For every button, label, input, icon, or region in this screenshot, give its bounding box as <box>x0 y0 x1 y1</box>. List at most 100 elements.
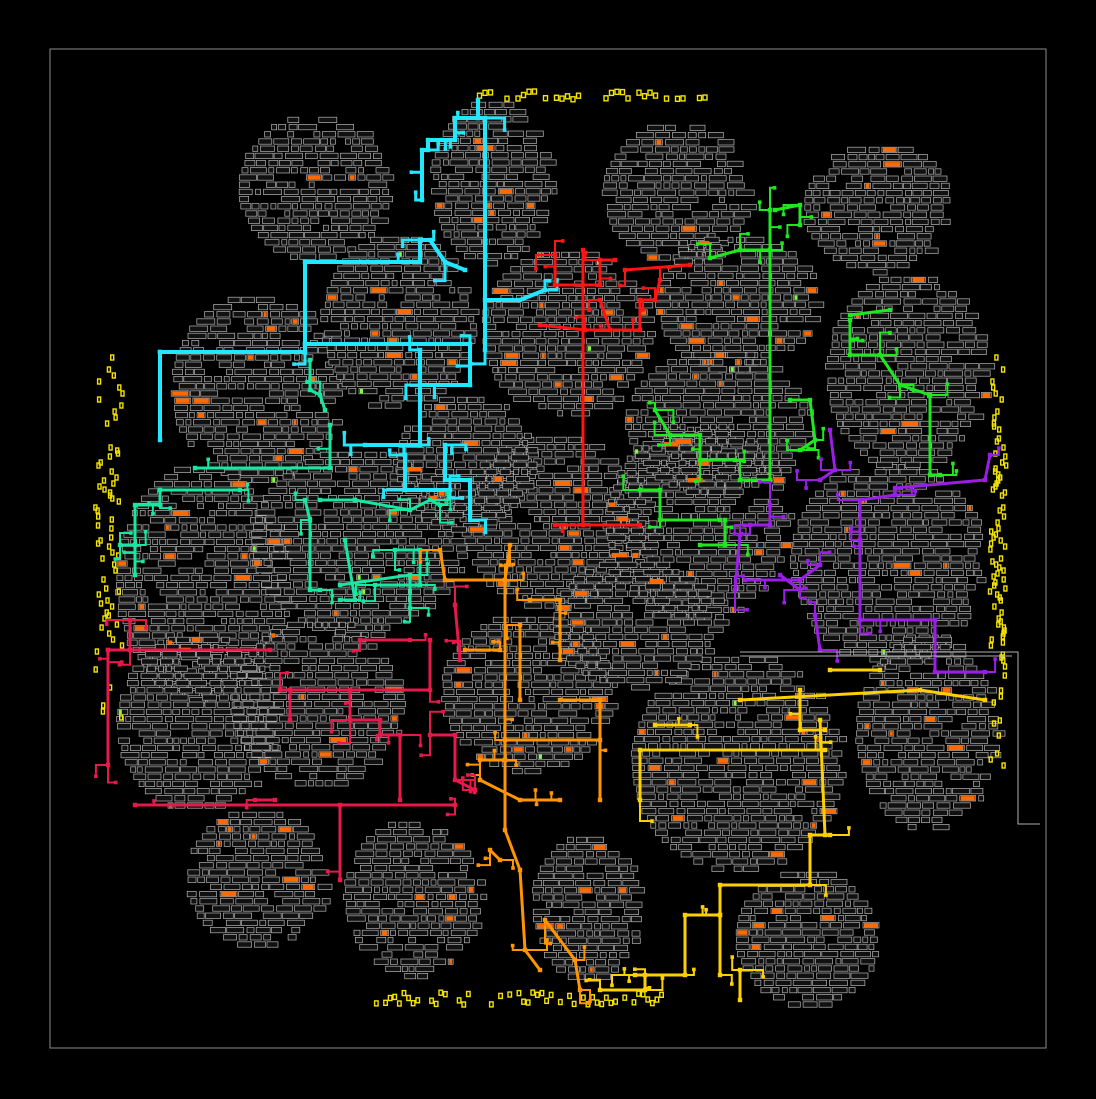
standard-cell <box>689 534 702 541</box>
standard-cell <box>559 880 574 887</box>
standard-cell <box>351 210 362 217</box>
standard-cell <box>533 667 542 674</box>
standard-cell <box>964 541 981 548</box>
standard-cell <box>426 359 445 366</box>
standard-cell <box>718 671 729 678</box>
standard-cell <box>757 886 767 893</box>
standard-cell <box>136 582 142 589</box>
standard-cell <box>154 510 171 517</box>
standard-cell <box>337 679 354 686</box>
standard-cell <box>166 759 178 766</box>
standard-cell <box>203 426 215 433</box>
standard-cell <box>241 665 258 672</box>
standard-cell <box>333 502 343 509</box>
standard-cell <box>212 603 224 610</box>
standard-cell <box>439 373 447 380</box>
standard-cell <box>752 893 760 900</box>
standard-cell <box>305 708 324 715</box>
standard-cell <box>650 232 669 239</box>
standard-cell <box>510 616 527 623</box>
standard-cell <box>174 672 182 679</box>
standard-cell <box>428 411 437 418</box>
standard-cell <box>867 555 881 562</box>
standard-cell <box>959 680 971 687</box>
standard-cell <box>371 610 390 617</box>
standard-cell <box>192 773 202 780</box>
standard-cell <box>147 773 162 780</box>
standard-cell <box>535 760 546 767</box>
standard-cell <box>441 559 460 566</box>
standard-cell <box>781 750 799 757</box>
standard-cell <box>531 302 538 309</box>
standard-cell <box>821 226 841 233</box>
standard-cell <box>905 226 923 233</box>
standard-cell <box>214 433 225 440</box>
standard-cell <box>250 632 259 639</box>
standard-cell <box>620 146 639 153</box>
standard-cell <box>567 444 574 451</box>
standard-cell <box>261 862 272 869</box>
standard-cell <box>696 218 716 225</box>
standard-cell <box>203 773 216 780</box>
standard-cell <box>628 175 644 182</box>
standard-cell <box>665 153 678 160</box>
standard-cell <box>159 538 167 545</box>
standard-cell <box>314 701 331 708</box>
standard-cell <box>221 618 227 625</box>
standard-cell <box>339 188 359 195</box>
standard-cell <box>133 773 147 780</box>
standard-cell <box>903 759 919 766</box>
standard-cell <box>514 724 524 731</box>
standard-cell <box>270 440 286 447</box>
standard-cell <box>182 340 189 347</box>
standard-cell <box>263 934 272 941</box>
standard-cell <box>504 465 520 472</box>
standard-cell <box>640 240 655 247</box>
standard-cell <box>276 448 286 455</box>
standard-cell <box>461 724 473 731</box>
standard-cell <box>781 707 789 714</box>
standard-cell <box>392 829 407 836</box>
standard-cell <box>781 265 796 272</box>
standard-cell <box>864 298 882 305</box>
standard-cell <box>597 901 610 908</box>
standard-cell <box>680 743 687 750</box>
standard-cell <box>812 943 826 950</box>
standard-cell <box>207 440 225 447</box>
standard-cell <box>384 265 403 272</box>
standard-cell <box>704 829 721 836</box>
standard-cell <box>727 800 742 807</box>
standard-cell <box>294 780 307 787</box>
standard-cell <box>588 472 603 479</box>
standard-cell <box>458 195 473 202</box>
standard-cell <box>164 474 179 481</box>
standard-cell <box>404 294 421 301</box>
standard-cell <box>244 318 255 325</box>
standard-cell <box>948 809 963 816</box>
standard-cell <box>758 757 775 764</box>
standard-cell <box>166 582 178 589</box>
standard-cell <box>718 793 732 800</box>
standard-cell <box>766 258 783 265</box>
standard-cell <box>984 744 1000 751</box>
standard-cell <box>432 829 441 836</box>
standard-cell <box>699 692 707 699</box>
standard-cell <box>188 412 195 419</box>
standard-cell <box>458 893 467 900</box>
standard-cell <box>219 340 234 347</box>
standard-cell <box>343 893 352 900</box>
standard-cell <box>486 724 501 731</box>
standard-cell <box>318 765 338 772</box>
standard-cell <box>797 987 813 994</box>
standard-cell <box>459 908 468 915</box>
standard-cell <box>620 175 627 182</box>
standard-cell <box>562 302 570 309</box>
standard-cell <box>904 644 915 651</box>
standard-cell <box>195 582 208 589</box>
standard-cell <box>291 927 301 934</box>
standard-cell <box>353 287 368 294</box>
standard-cell <box>485 660 491 667</box>
standard-cell <box>873 759 881 766</box>
standard-cell <box>827 218 846 225</box>
